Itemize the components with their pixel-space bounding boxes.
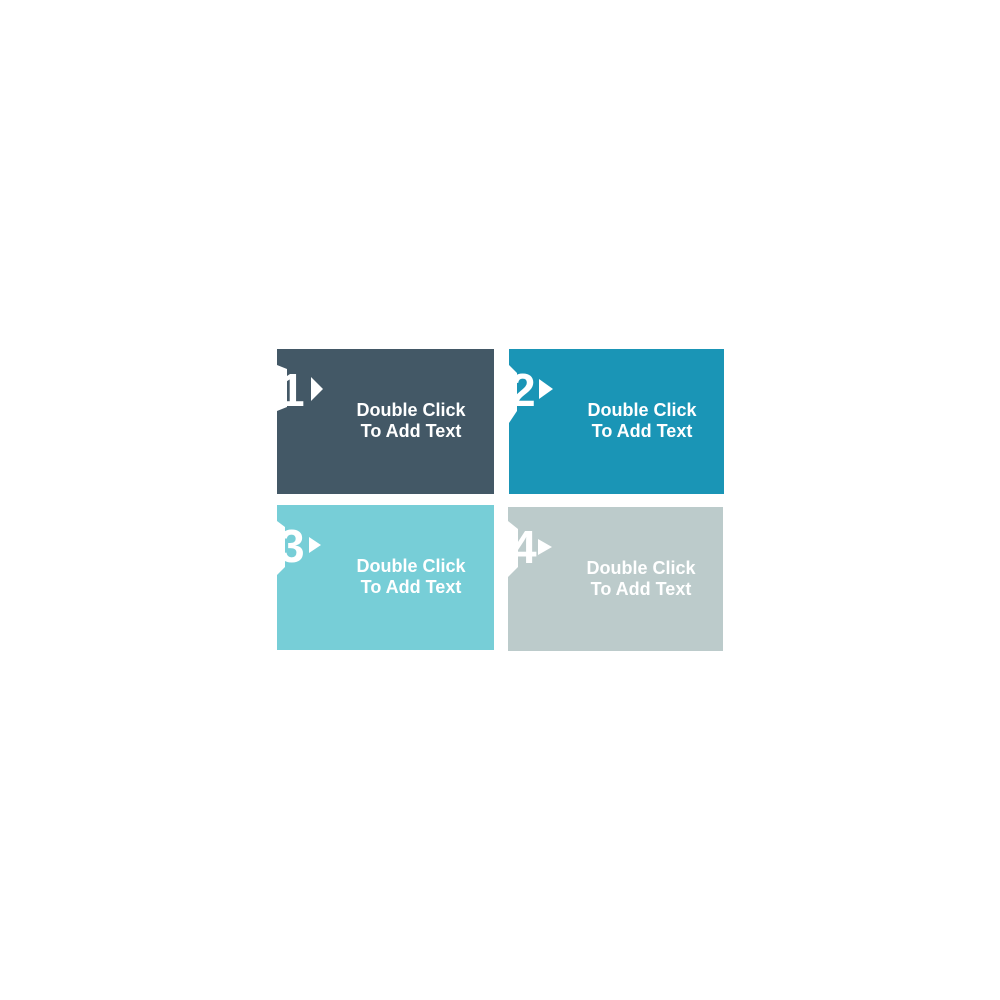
step-text[interactable]: Double Click To Add Text [566, 558, 716, 600]
step-tile-4-shape [508, 507, 723, 651]
step-number: 4 [511, 521, 537, 573]
step-number: 2 [510, 364, 536, 416]
step-text[interactable]: Double Click To Add Text [336, 400, 486, 442]
step-tile-3-shape [277, 505, 494, 650]
step-tile-1-shape [277, 349, 494, 494]
step-text-line-1: Double Click [587, 400, 697, 420]
step-text-line-2: To Add Text [360, 421, 462, 441]
step-text-line-2: To Add Text [590, 579, 692, 599]
arrow-icon [311, 377, 323, 401]
step-tile-2[interactable]: 2 Double Click To Add Text [509, 349, 724, 494]
step-text-line-1: Double Click [356, 400, 466, 420]
step-text-line-2: To Add Text [360, 577, 462, 597]
step-tile-4-background [508, 507, 723, 651]
step-tile-1-background [277, 349, 494, 494]
step-text-line-1: Double Click [586, 558, 696, 578]
step-tile-3-background [277, 505, 494, 650]
step-tile-4[interactable]: 4 Double Click To Add Text [508, 507, 723, 651]
step-tile-2-shape [509, 349, 724, 494]
step-number: 3 [279, 520, 305, 572]
step-number: 1 [279, 364, 305, 416]
arrow-icon [309, 537, 321, 553]
step-text-line-2: To Add Text [591, 421, 693, 441]
step-tile-1[interactable]: 1 Double Click To Add Text [277, 349, 494, 494]
step-text[interactable]: Double Click To Add Text [336, 556, 486, 598]
arrow-icon [538, 539, 552, 555]
step-text-line-1: Double Click [356, 556, 466, 576]
step-tile-2-background [509, 349, 724, 494]
step-tile-3[interactable]: 3 Double Click To Add Text [277, 505, 494, 650]
arrow-icon [539, 379, 553, 399]
step-text[interactable]: Double Click To Add Text [567, 400, 717, 442]
